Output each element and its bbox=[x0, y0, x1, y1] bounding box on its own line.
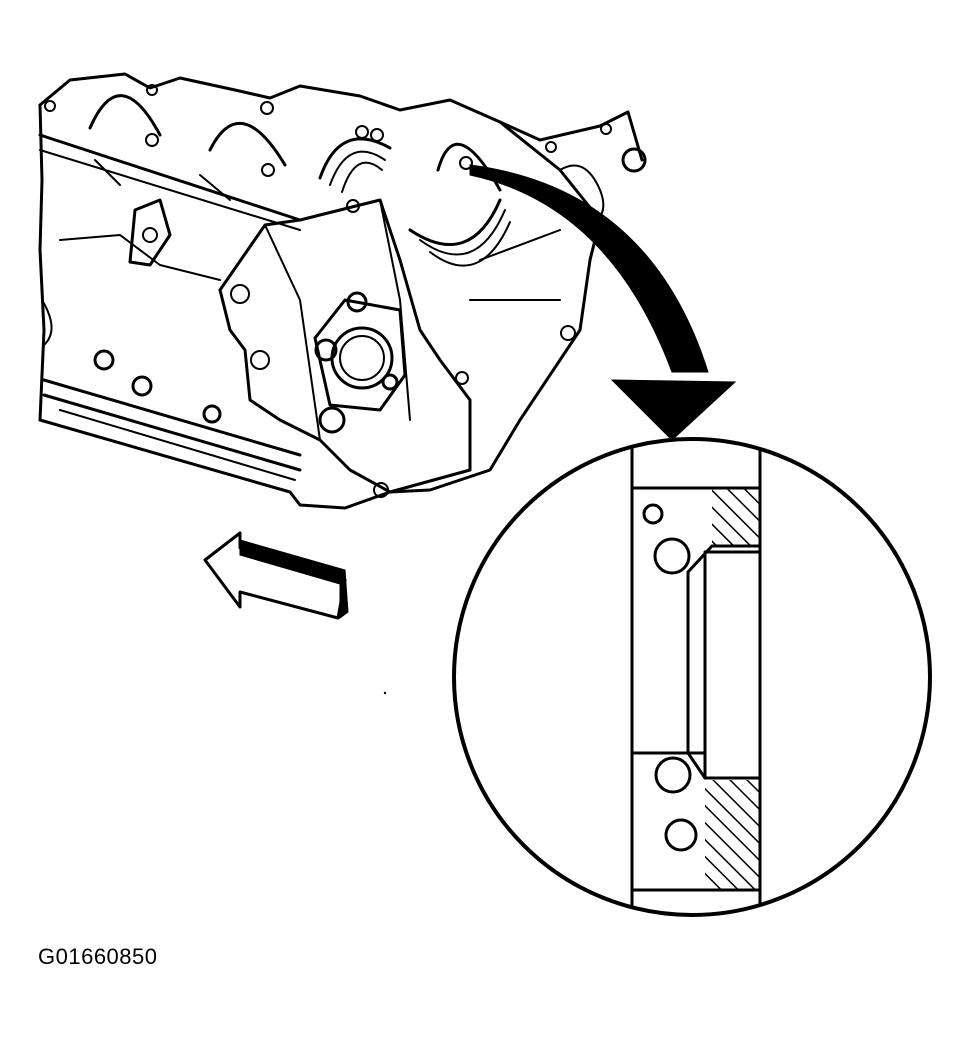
curved-pointer-arrow-icon bbox=[469, 164, 737, 441]
figure-id-label: G01660850 bbox=[38, 944, 158, 969]
front-direction-arrow-icon bbox=[203, 531, 349, 620]
stray-dot bbox=[383, 691, 387, 695]
engine-block bbox=[38, 72, 647, 510]
detail-magnifier bbox=[452, 437, 932, 917]
